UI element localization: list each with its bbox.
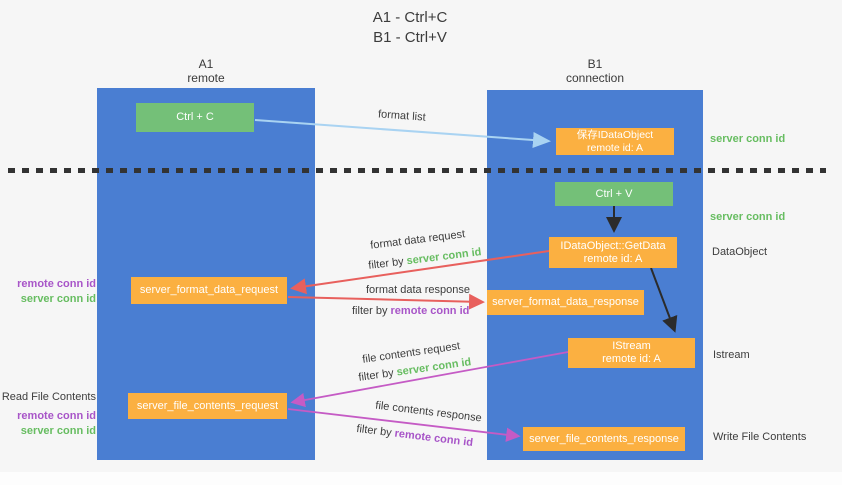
label-filter-format-response: filter by remote conn id bbox=[352, 305, 469, 317]
node-ctrl-v: Ctrl + V bbox=[555, 182, 673, 206]
page-bottom-strip bbox=[0, 472, 842, 485]
left-remote-conn-id-format: remote conn id bbox=[17, 278, 96, 290]
left-remote-conn-id-file: remote conn id bbox=[17, 410, 96, 422]
node-server-file-contents-response: server_file_contents_response bbox=[523, 427, 685, 451]
lane-a1-subtitle: remote bbox=[187, 71, 225, 85]
filter-by-text: filter by bbox=[367, 255, 408, 272]
node-ctrl-v-label: Ctrl + V bbox=[595, 187, 633, 200]
read-file-contents-label: Read File Contents bbox=[1, 391, 96, 403]
label-format-list: format list bbox=[377, 108, 427, 124]
node-format-response-label: server_format_data_response bbox=[492, 296, 639, 308]
remote-conn-id-text: remote conn id bbox=[390, 305, 470, 317]
left-server-conn-id-file: server conn id bbox=[20, 425, 96, 437]
filter-by-text: filter by bbox=[357, 366, 398, 384]
session-divider-line bbox=[8, 168, 826, 173]
lane-a1-title: A1 bbox=[198, 57, 214, 71]
filter-by-text: filter by bbox=[352, 305, 391, 317]
node-server-format-data-request: server_format_data_request bbox=[131, 277, 287, 304]
node-file-response-label: server_file_contents_response bbox=[529, 432, 679, 445]
node-server-format-data-response: server_format_data_response bbox=[487, 290, 644, 315]
label-format-data-request: format data request bbox=[369, 228, 466, 252]
format-data-response-arrow bbox=[287, 293, 485, 310]
title-line-1: A1 - Ctrl+C bbox=[372, 9, 448, 26]
server-conn-id-text: server conn id bbox=[405, 246, 483, 268]
left-server-conn-id-format: server conn id bbox=[20, 293, 96, 305]
lane-header-b1: B1 connection bbox=[535, 57, 655, 85]
node-save-idataobject-line2: remote id: A bbox=[586, 141, 644, 154]
node-file-request-label: server_file_contents_request bbox=[136, 399, 279, 412]
lane-b1-subtitle: connection bbox=[565, 71, 625, 85]
node-ctrl-c-label: Ctrl + C bbox=[176, 111, 214, 123]
filter-by-text: filter by bbox=[355, 422, 396, 440]
node-istream-line1: IStream bbox=[612, 340, 651, 352]
label-filter-file-response: filter by remote conn id bbox=[356, 423, 474, 449]
node-save-idataobject: 保存IDataObject remote id: A bbox=[556, 128, 674, 155]
label-file-contents-response: file contents response bbox=[374, 399, 483, 425]
node-istream: IStream remote id: A bbox=[568, 338, 695, 368]
remote-conn-id-text: remote conn id bbox=[393, 427, 474, 450]
diagram-title: A1 - Ctrl+C B1 - Ctrl+V bbox=[300, 8, 520, 48]
node-getdata-line2: remote id: A bbox=[583, 252, 643, 265]
right-server-conn-id-copy: server conn id bbox=[710, 133, 786, 145]
right-server-conn-id-paste: server conn id bbox=[710, 211, 786, 223]
lane-b1-title: B1 bbox=[587, 57, 603, 71]
node-getdata-line1: IDataObject::GetData bbox=[560, 239, 666, 252]
node-ctrl-c: Ctrl + C bbox=[136, 103, 254, 132]
node-idataobject-getdata: IDataObject::GetData remote id: A bbox=[549, 237, 677, 268]
node-server-file-contents-request: server_file_contents_request bbox=[128, 393, 287, 419]
istream-label: Istream bbox=[713, 349, 750, 361]
node-istream-line2: remote id: A bbox=[602, 353, 661, 365]
title-line-2: B1 - Ctrl+V bbox=[373, 29, 447, 46]
label-format-data-response: format data response bbox=[366, 284, 470, 296]
dataobject-label: DataObject bbox=[712, 246, 768, 258]
node-format-request-label: server_format_data_request bbox=[139, 284, 279, 296]
write-file-contents-label: Write File Contents bbox=[713, 431, 807, 443]
node-save-idataobject-line1: 保存IDataObject bbox=[576, 128, 654, 141]
lane-header-a1: A1 remote bbox=[146, 57, 266, 85]
